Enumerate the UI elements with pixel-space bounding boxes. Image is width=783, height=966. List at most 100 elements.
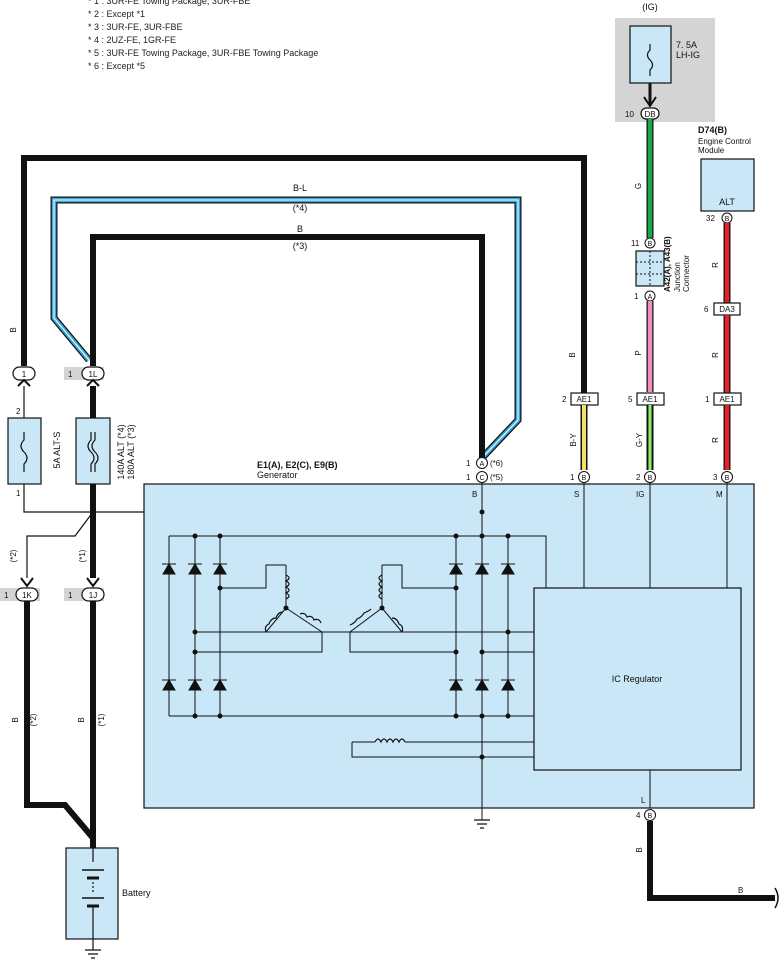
junction-pin-1: 1 — [634, 292, 639, 301]
generator-pin-ig-number: 2 — [636, 473, 641, 482]
wire-b-l-label: B — [635, 847, 644, 852]
wire-b-top-label: B — [297, 224, 303, 234]
generator-pin-l-number: 4 — [636, 811, 641, 820]
connector-da3-label: DA3 — [719, 305, 735, 314]
ae1-label: AE1 — [642, 395, 658, 404]
pin-letter: B — [648, 241, 653, 248]
wire-b-1j-note: (*1) — [97, 713, 106, 726]
arrow-icon — [86, 378, 100, 387]
ground-icon — [474, 819, 490, 829]
arrow-icon — [17, 378, 31, 387]
wire-b-1k-note: (*2) — [29, 713, 38, 726]
pin-letter: B — [582, 475, 587, 482]
generator-pin-c-number: 1 — [466, 473, 471, 482]
fuse-icon — [87, 432, 99, 472]
ecm-name-2: Module — [698, 146, 725, 155]
wire-r2-label: R — [711, 352, 720, 358]
wire-r3-label: R — [711, 437, 720, 443]
wire-b-ae1-label: B — [568, 352, 577, 357]
wire-b-main — [21, 155, 587, 393]
ig-fuse-amp: 7. 5A — [676, 40, 697, 50]
fuse-alt — [75, 417, 111, 485]
connector-da3-pin: 6 — [704, 305, 709, 314]
wire-p-label: P — [634, 350, 643, 355]
legend-note: * 2 : Except *1 — [88, 9, 146, 19]
coil-icons — [264, 574, 406, 744]
arrow-icon — [643, 96, 657, 108]
ecm-code: D74(B) — [698, 125, 727, 135]
connector-1k-label: 1K — [22, 591, 32, 600]
battery — [65, 847, 119, 940]
wire-b-left-label: B — [9, 327, 18, 332]
legend-note: * 1 : 3UR-FE Towing Package, 3UR-FBE — [88, 0, 251, 6]
connector-1-label: 1 — [22, 370, 27, 379]
ic-regulator — [533, 587, 742, 771]
junction-name-1: Junction — [673, 262, 682, 292]
wire-gy-label: G-Y — [635, 432, 644, 447]
junction-pin-11: 11 — [631, 239, 640, 248]
wire-b-top — [90, 234, 485, 458]
ecm-pin-number: 32 — [706, 214, 715, 223]
connector-1l-pin: 1 — [68, 370, 73, 379]
generator-pin-s — [578, 471, 590, 483]
junction-name-2: Connector — [682, 255, 691, 292]
fuse-alt-line2: 180A ALT (*3) — [126, 424, 136, 479]
wire-r1-label: R — [711, 262, 720, 268]
fuse-icon — [20, 432, 28, 472]
arrow-icon — [86, 577, 100, 588]
connector-1k-pin: 1 — [4, 591, 9, 600]
pin-letter: A — [648, 294, 653, 301]
wire-b-l — [647, 821, 775, 901]
generator-pin-s-number: 1 — [570, 473, 575, 482]
terminal-ig-label: IG — [636, 490, 644, 499]
terminal-l-label: L — [641, 796, 646, 805]
generator-pin-c-note: (*5) — [490, 473, 503, 482]
fuse-alt-s-label: 5A ALT-S — [52, 432, 62, 469]
wire-by-label: B-Y — [569, 433, 578, 447]
pin-letter: B — [648, 475, 653, 482]
generator-pin-m — [721, 471, 733, 483]
pin-letter: C — [479, 475, 484, 482]
ecm-name-1: Engine Control — [698, 137, 751, 146]
generator-code: E1(A), E2(C), E9(B) — [257, 460, 338, 470]
ig-fuse-name: LH-IG — [676, 50, 700, 60]
ae1-label: AE1 — [719, 395, 735, 404]
ae1-pin: 5 — [628, 395, 633, 404]
wire-g-label: G — [634, 183, 643, 189]
terminal-b-label: B — [472, 490, 477, 499]
generator-pin-a-number: 1 — [466, 459, 471, 468]
generator-pin-l — [644, 809, 656, 821]
fuse-icon — [646, 44, 654, 76]
connector-1l-label: 1L — [89, 370, 98, 379]
connector-1j-label: 1J — [89, 591, 97, 600]
pin-11 — [644, 237, 656, 249]
legend-note: * 6 : Except *5 — [88, 61, 146, 71]
pin-letter: A — [480, 461, 485, 468]
fuse-alt-s-bottom-pin: 1 — [16, 489, 21, 498]
terminal-s-label: S — [574, 490, 579, 499]
ae1-label: AE1 — [576, 395, 592, 404]
pin-letter: B — [725, 216, 730, 223]
ecm-box — [700, 158, 755, 212]
wire-bl-label: B-L — [293, 183, 307, 193]
ecm-alt-label: ALT — [719, 197, 735, 207]
junction-dots — [192, 509, 511, 760]
connector-1j-pin: 1 — [68, 591, 73, 600]
generator-pin-a-note: (*6) — [490, 459, 503, 468]
wire-break-icon — [774, 887, 779, 909]
fuse-alt-s — [7, 417, 42, 485]
generator-name: Generator — [257, 470, 298, 480]
arrow-icon — [20, 577, 34, 588]
legend-note: * 3 : 3UR-FE, 3UR-FBE — [88, 22, 183, 32]
fuse-alt-line1: 140A ALT (*4) — [116, 424, 126, 479]
wire-bl-note: (*4) — [293, 203, 308, 213]
wire-b-1j-label: B — [77, 717, 86, 722]
wire-b-1k — [24, 601, 96, 840]
generator-pin-m-number: 3 — [713, 473, 718, 482]
diode-icons — [162, 563, 515, 691]
battery-label: Battery — [122, 888, 151, 898]
generator-pin-a — [476, 457, 488, 469]
wire-1k-note: (*2) — [9, 549, 18, 562]
pin-letter: B — [648, 813, 653, 820]
ae1-pin: 2 — [562, 395, 567, 404]
